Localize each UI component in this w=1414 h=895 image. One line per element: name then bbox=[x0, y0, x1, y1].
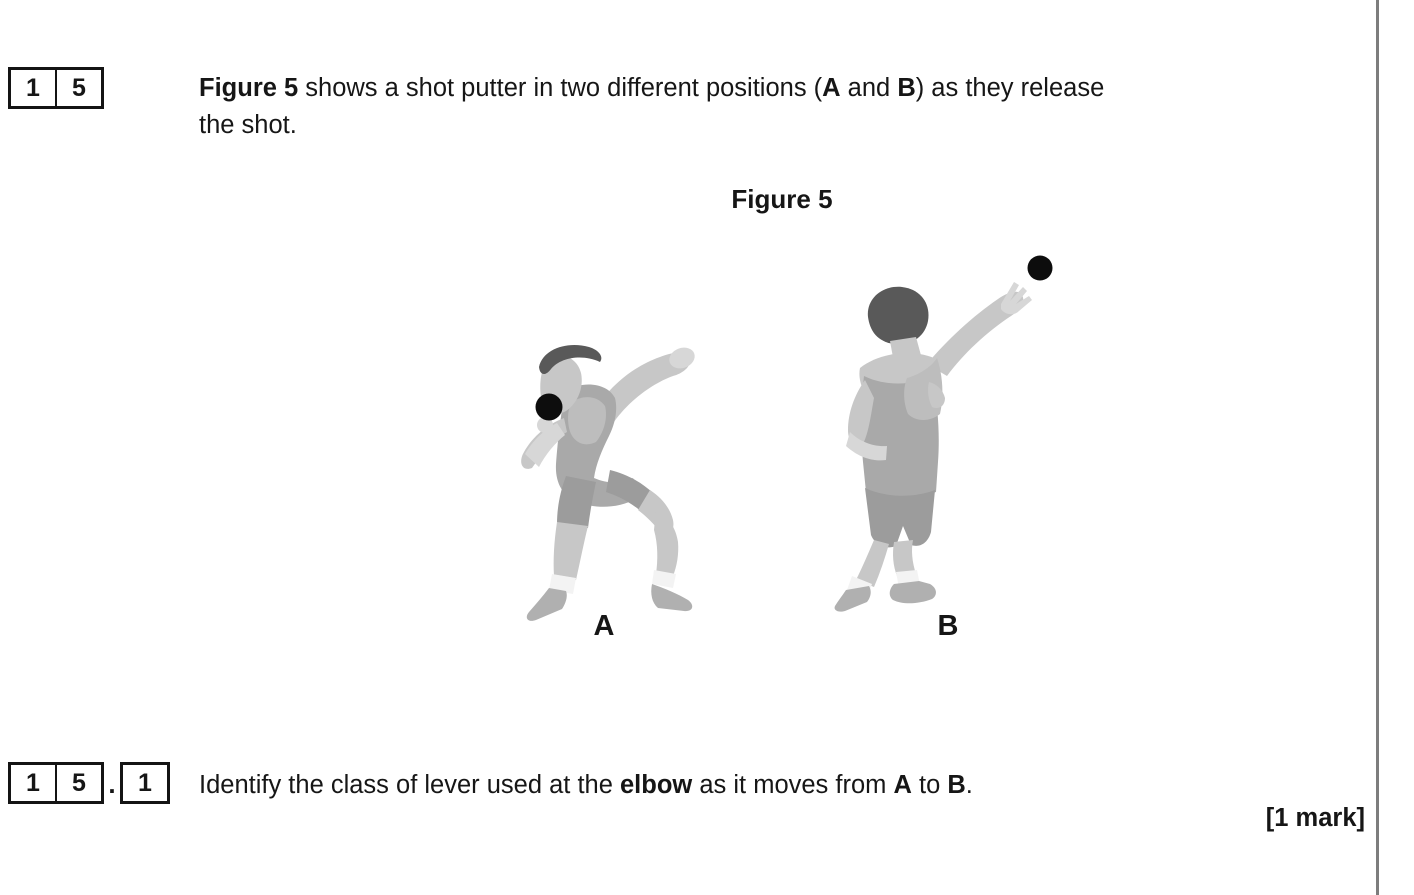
shot-putter-b-figure bbox=[834, 255, 1053, 612]
shot-putter-a-figure bbox=[521, 345, 695, 621]
back-shoe bbox=[834, 586, 871, 612]
question-number-digit: 1 bbox=[26, 73, 40, 102]
sub-question-number-digit: 1 bbox=[26, 768, 40, 797]
left-lower-leg bbox=[553, 522, 588, 580]
bent-arm-upper bbox=[848, 380, 874, 446]
question-intro-line1: Figure 5 shows a shot putter in two diff… bbox=[199, 74, 1105, 102]
sub-question-part-digit: 1 bbox=[138, 768, 152, 797]
right-thigh-suit bbox=[606, 470, 654, 512]
shot-putter-position-b-illustration bbox=[834, 255, 1053, 612]
armpit-bump bbox=[928, 382, 945, 408]
right-shoe bbox=[651, 584, 693, 612]
page-edge-line bbox=[1376, 0, 1379, 895]
question-number-box: 1 5 bbox=[8, 67, 104, 109]
hand-fingers bbox=[1001, 282, 1032, 315]
figure-label-b: B bbox=[937, 610, 959, 642]
back-leg bbox=[856, 540, 889, 587]
figure-title: Figure 5 bbox=[731, 184, 833, 214]
chest-highlight bbox=[568, 397, 606, 445]
shot-icon bbox=[535, 393, 563, 421]
sub-question-number-digit: 5 bbox=[55, 765, 101, 801]
left-sock bbox=[549, 574, 576, 594]
arm-extended bbox=[596, 352, 690, 422]
arm-holding-forearm bbox=[525, 423, 565, 467]
front-shoe bbox=[889, 581, 936, 604]
hair bbox=[867, 286, 929, 345]
right-lower-leg bbox=[654, 508, 679, 576]
hair bbox=[539, 345, 602, 375]
left-thigh-suit bbox=[557, 476, 596, 528]
right-sock bbox=[652, 570, 676, 588]
sub-question-number-box: 1 5 bbox=[8, 762, 104, 804]
bent-arm-forearm bbox=[846, 432, 887, 461]
throwing-arm bbox=[927, 291, 1024, 376]
shorts bbox=[865, 488, 935, 548]
sub-question-number-separator: . bbox=[108, 769, 116, 799]
figure-label-a: A bbox=[593, 610, 615, 642]
question-intro-text: Figure 5 shows a shot putter in two diff… bbox=[199, 70, 1339, 144]
sub-question-text: Identify the class of lever used at the … bbox=[199, 771, 973, 799]
shot-putter-position-a-illustration bbox=[521, 345, 695, 621]
fist bbox=[669, 347, 695, 369]
sub-question-part-box: 1 bbox=[120, 762, 170, 804]
front-leg bbox=[893, 540, 916, 576]
hand bbox=[537, 417, 553, 433]
left-shoe bbox=[526, 588, 567, 621]
marks-label: [1 mark] bbox=[1265, 804, 1365, 832]
question-number-digit: 5 bbox=[55, 70, 101, 106]
shot-icon bbox=[1027, 255, 1053, 281]
question-intro-line2: the shot. bbox=[199, 111, 297, 139]
